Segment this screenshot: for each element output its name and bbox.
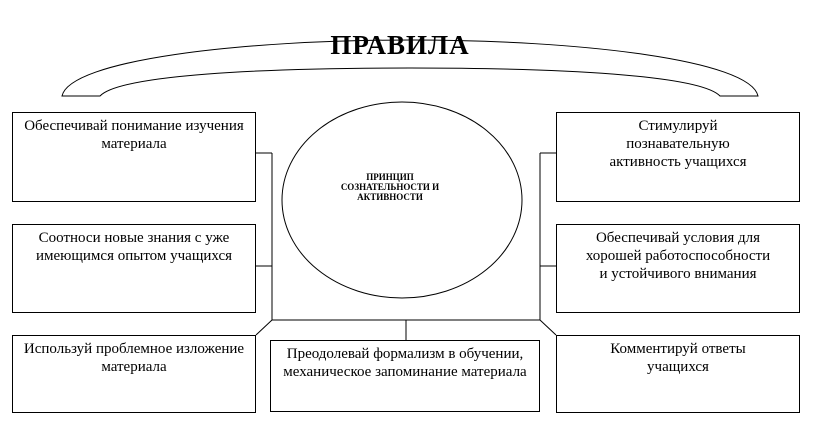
center-ellipse [281,101,523,299]
connector-right-diagonal [539,319,557,336]
rule-box-right-bottom: Комментируй ответы учащихся [556,335,800,413]
rule-box-right-top: Стимулируй познавательную активность уча… [556,112,800,202]
rule-box-left-bottom: Используй проблемное изложение материала [12,335,256,413]
center-principle-label: ПРИНЦИП СОЗНАТЕЛЬНОСТИ И АКТИВНОСТИ [340,172,440,202]
rule-text: Обеспечивай понимание изучения материала [24,118,244,152]
diagram-title: ПРАВИЛА [330,30,470,60]
rule-box-bottom-center: Преодолевай формализм в обучении, механи… [270,340,540,412]
rule-text: Комментируй ответы учащихся [610,341,746,375]
rule-box-right-mid: Обеспечивай условия для хорошей работосп… [556,224,800,313]
rule-text: Соотноси новые знания с уже имеющимся оп… [35,230,233,264]
rule-text: Обеспечивай условия для хорошей работосп… [585,230,771,282]
rule-box-left-top: Обеспечивай понимание изучения материала [12,112,256,202]
rule-text: Преодолевай формализм в обучении, механи… [283,346,527,380]
rule-text: Стимулируй познавательную активность уча… [609,118,747,170]
rule-text: Используй проблемное изложение материала [23,341,245,375]
rule-box-left-mid: Соотноси новые знания с уже имеющимся оп… [12,224,256,313]
top-arch [61,39,759,97]
connector-left-diagonal [255,319,273,336]
